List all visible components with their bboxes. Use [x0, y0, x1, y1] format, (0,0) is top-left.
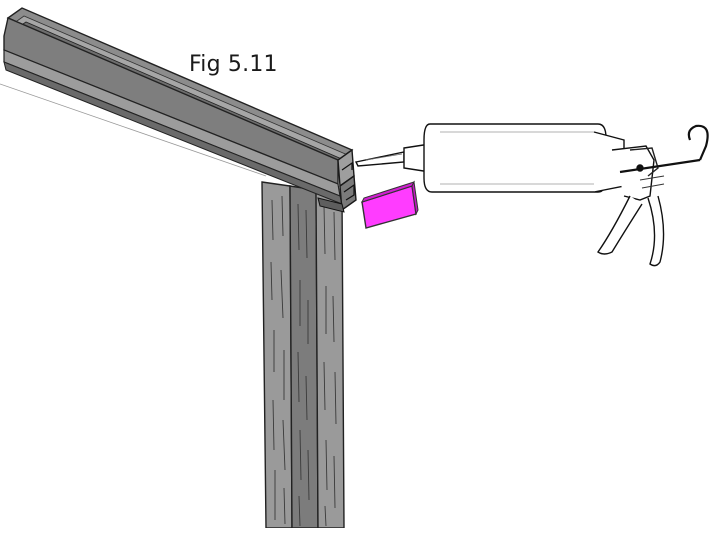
- glazing-panel: [0, 80, 268, 528]
- sealant-gasket-pad: [361, 180, 419, 229]
- top-frame-rail: [3, 7, 357, 213]
- caulking-gun: [354, 123, 709, 267]
- vertical-frame-post: [261, 181, 345, 529]
- figure-caption: Fig 5.11: [189, 52, 278, 77]
